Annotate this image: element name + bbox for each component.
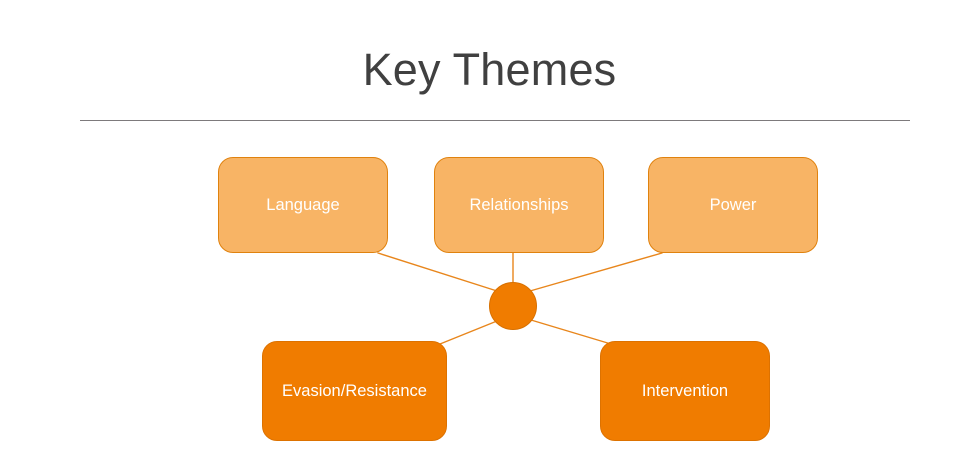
theme-node-intervention[interactable]: Intervention: [600, 341, 770, 441]
theme-node-evasion-resistance[interactable]: Evasion/Resistance: [262, 341, 447, 441]
connector-hub-to-power: [529, 252, 663, 292]
theme-node-relationships[interactable]: Relationships: [434, 157, 604, 253]
theme-node-label: Power: [709, 195, 757, 214]
diagram-hub-node[interactable]: [489, 282, 537, 330]
connector-hub-to-language: [377, 252, 498, 292]
page-title: Key Themes: [362, 44, 617, 95]
connector-hub-to-evasion: [439, 320, 498, 345]
theme-node-power[interactable]: Power: [648, 157, 818, 253]
connector-hub-to-intervention: [530, 319, 612, 345]
theme-node-label: Language: [266, 195, 340, 214]
theme-node-label: Intervention: [641, 381, 729, 400]
theme-node-label: Relationships: [469, 195, 569, 214]
title-divider: [80, 120, 910, 121]
theme-node-label: Evasion/Resistance: [282, 381, 427, 400]
theme-node-language[interactable]: Language: [218, 157, 388, 253]
